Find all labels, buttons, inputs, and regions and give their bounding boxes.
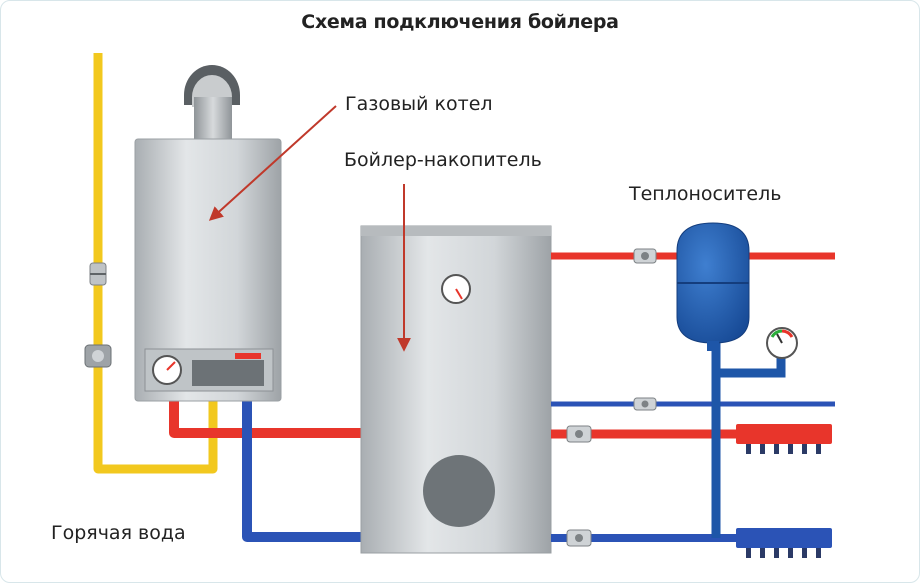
diagram-title: Схема подключения бойлера — [301, 11, 619, 33]
valve-return — [633, 397, 657, 411]
expansion-riser-pipe — [711, 331, 786, 538]
gas-meter — [84, 344, 112, 368]
valve-hot-outlet — [566, 425, 592, 443]
gas-valve — [89, 262, 107, 286]
cold-manifold — [736, 528, 832, 558]
storage-boiler — [360, 225, 552, 554]
hot-manifold — [736, 424, 832, 454]
gas-boiler — [134, 138, 282, 402]
valve-cold-inlet — [566, 529, 592, 547]
pressure-gauge — [766, 327, 798, 359]
boiler-hot-pipe — [169, 399, 363, 438]
expansion-tank — [676, 222, 750, 351]
storage-boiler-label: Бойлер-накопитель — [344, 149, 542, 171]
heat-carrier-label: Теплоноситель — [629, 183, 782, 205]
boiler-cold-pipe — [242, 399, 363, 542]
gas-boiler-pointer-arrow — [208, 105, 337, 221]
hot-water-label: Горячая вода — [51, 522, 186, 544]
chimney-flue — [184, 65, 240, 141]
gas-boiler-label: Газовый котел — [345, 93, 493, 115]
valve-supply — [633, 248, 657, 264]
